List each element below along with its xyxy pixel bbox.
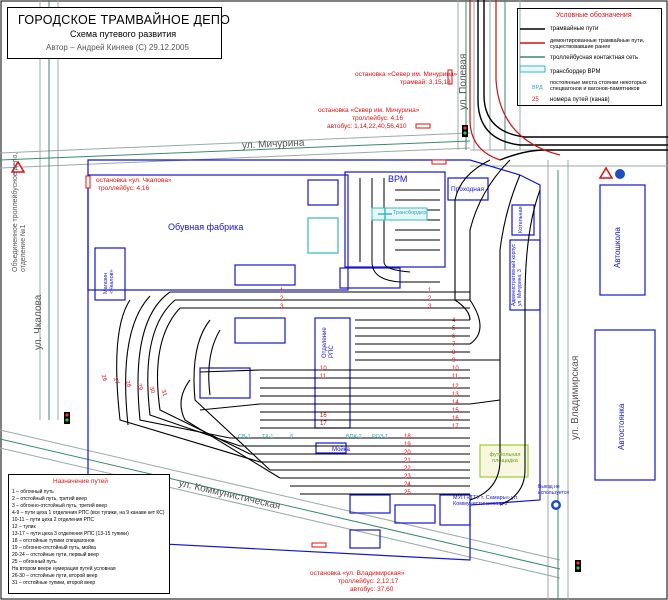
label-admin: Административный корпус ул. Мичурина, 3 xyxy=(511,243,523,306)
track-no: 24 xyxy=(404,482,411,488)
label-shop: Магазин «Чкалов» xyxy=(103,269,116,294)
legend-item-transborder: трансбордер ВРМ xyxy=(550,69,601,75)
special-car-code: РОЗ-1 xyxy=(372,434,389,440)
stop-vladimirskaya-bus: автобус: 37,60 xyxy=(350,586,394,593)
track-no: 15 xyxy=(452,408,459,414)
track-no: 9 xyxy=(452,358,456,364)
legend-item-trolley: троллейбусная контактная сеть xyxy=(550,55,639,61)
label-parking: Автостоянка xyxy=(617,403,626,450)
street-polevaya: ул. Полевая xyxy=(458,53,469,110)
label-trolley-depot: Объединенное троллейбусное депо, отделен… xyxy=(12,152,27,272)
label-factory: Обувная фабрика xyxy=(168,222,244,232)
legend-item-special: постоянные места стоянки некоторых спецв… xyxy=(550,80,647,93)
track-no: 11 xyxy=(320,374,327,380)
legend-item-tram: трамвайные пути xyxy=(550,26,599,32)
legend-track-sample: 25 xyxy=(532,97,539,103)
track-no: 1 xyxy=(280,288,284,294)
track-no: 17 xyxy=(320,421,327,427)
label-autoschool: Автошкола xyxy=(613,227,622,268)
track-no: 21 xyxy=(404,458,411,464)
track-no: 7 xyxy=(452,342,456,348)
track-legend-line: 2 – отстойный путь, третий веер xyxy=(12,496,87,502)
track-no: 1 xyxy=(428,288,432,294)
legend-spec-code: ВРД xyxy=(532,85,543,91)
label-boiler: Котельная xyxy=(518,206,524,233)
track-legend-line: 20-24 – отстойные пути, первый веер xyxy=(12,552,99,558)
special-car-code: СВ-1 xyxy=(238,434,251,440)
track-no: 22 xyxy=(404,466,411,472)
track-no: 25 xyxy=(404,490,411,496)
track-no: 10 xyxy=(452,366,459,372)
track-legend-line: 4-9 – пути цеха 1 отделения РПС (все туп… xyxy=(12,510,165,516)
track-legend-line: 12 – тупик xyxy=(12,524,36,530)
author-line: Автор – Андрей Киняев (С) 29.12.2005 xyxy=(46,43,189,52)
track-no: 20 xyxy=(404,450,411,456)
title-box: ГОРОДСКОЕ ТРАМВАЙНОЕ ДЕПО Схема путевого… xyxy=(7,7,230,59)
special-car-code: 8 xyxy=(290,434,294,440)
track-no: 2 xyxy=(428,296,432,302)
track-no: 11 xyxy=(452,374,459,380)
legend-item-numbers: номера путей (канав) xyxy=(550,97,610,103)
label-transborder: Трансбордер xyxy=(393,210,427,216)
track-no: 8 xyxy=(452,350,456,356)
label-vrm: ВРМ xyxy=(388,174,408,184)
track-no: 13 xyxy=(452,392,459,398)
stop-skver-bus: автобус: 1,14,22,40,56,410 xyxy=(327,123,407,130)
label-football: футбольная площадка xyxy=(489,452,521,465)
stop-chkalova-trolley: троллейбус: 4,16 xyxy=(98,185,150,192)
track-legend-line: 25 – обгонный путь xyxy=(12,559,57,565)
label-checkpoint: Проходная xyxy=(451,186,484,193)
track-legend-line: 3 – обгонно-отстойный путь, третий веер xyxy=(12,503,107,509)
track-legend-line: 19 – обгонно-отстойный путь, мойка xyxy=(12,545,96,551)
special-car-code: ТК-1 xyxy=(262,434,274,440)
track-no: 17 xyxy=(452,424,459,430)
track-no: 2 xyxy=(280,296,284,302)
legend-item-dismantled: демонтированные трамвайные пути, существ… xyxy=(550,38,645,51)
stop-vladimirskaya-name: остановка «ул. Владимирская» xyxy=(310,570,405,577)
stop-chkalova-name: остановка «ул. Чкалова» xyxy=(96,177,172,184)
street-vladimirskaya: ул. Владимирская xyxy=(570,355,581,440)
track-legend-line: 18 – отстойные тупики спецвагонов xyxy=(12,538,95,544)
track-legend-line: На втором веере нумерация путей условная xyxy=(12,566,116,572)
track-no: 16 xyxy=(320,413,327,419)
stop-sever-routes: трамвай: 3,15,18 xyxy=(400,79,451,86)
stop-skver-trolley: троллейбус: 4,16 xyxy=(352,115,404,122)
track-no: 23 xyxy=(404,474,411,480)
label-wash: Мойка xyxy=(332,447,350,453)
street-chkalova: ул. Чкалова xyxy=(33,294,44,350)
legend-box: Условные обозначения трамвайные пути дем… xyxy=(517,8,662,106)
label-mup: МУП «ТТУ г. Самары» ул. Коммунистическая… xyxy=(453,495,519,508)
stop-sever-name: остановка «Север им. Мичурина» xyxy=(355,71,458,78)
track-legend-line: 1 – обгонный путь xyxy=(12,489,54,495)
track-no: 19 xyxy=(404,442,411,448)
stop-skver-name: остановка «Сквер им. Мичурина» xyxy=(318,107,420,114)
track-no: 12 xyxy=(452,384,459,390)
track-no: 16 xyxy=(452,416,459,422)
track-legend-line: 13-17 – пути цеха 3 отделения РПС (13-15… xyxy=(12,531,129,537)
stop-vladimirskaya-trolley: троллейбус: 2,12,17 xyxy=(338,578,399,585)
page-subtitle: Схема путевого развития xyxy=(70,29,177,39)
page-title: ГОРОДСКОЕ ТРАМВАЙНОЕ ДЕПО xyxy=(18,13,231,27)
track-no: 18 xyxy=(404,434,411,440)
track-legend-line: 10-11 – пути цеха 2 отделения РПС xyxy=(12,517,95,523)
track-no: 6 xyxy=(452,334,456,340)
track-no: 3 xyxy=(428,304,432,310)
track-no: 3 xyxy=(280,304,284,310)
track-no: 5 xyxy=(452,326,456,332)
track-no: 4 xyxy=(452,318,456,324)
track-legend-line: 31 – отстойные тупики, второй веер xyxy=(12,580,96,586)
legend-heading: Условные обозначения xyxy=(556,12,632,19)
special-car-code: ВПК-2 xyxy=(346,434,362,440)
label-rps: Отделение РПС xyxy=(322,327,335,358)
track-no: 10 xyxy=(320,366,327,372)
track-no: 14 xyxy=(452,400,459,406)
label-exit: Выезд не используется xyxy=(538,484,569,496)
track-legend-heading: Назначение путей xyxy=(53,478,108,485)
track-legend-line: 26-30 – отстойные пути, второй веер xyxy=(12,573,98,579)
